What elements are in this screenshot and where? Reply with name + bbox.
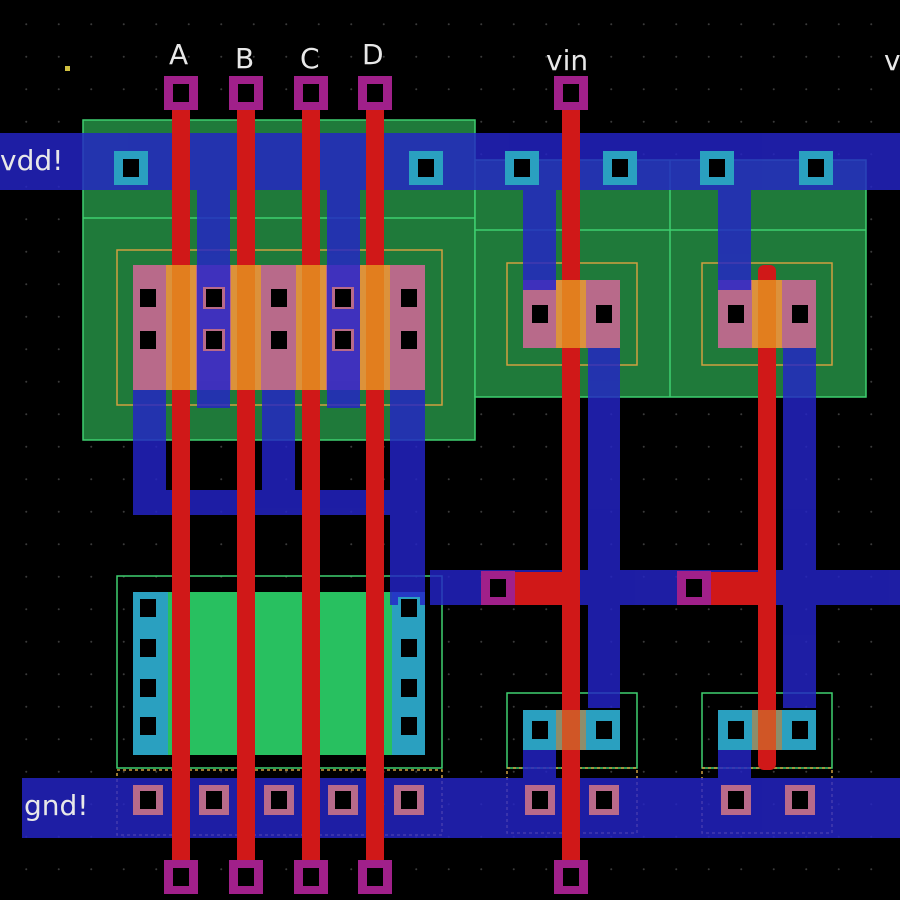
- poly-contact: [686, 579, 702, 597]
- pdiff-contact: [596, 305, 612, 323]
- pdiff-contact: [401, 331, 417, 349]
- gnd-contact: [206, 791, 222, 809]
- pdiff-contact: [401, 289, 417, 307]
- ndiff-contact: [792, 721, 808, 739]
- metal1-layer: [0, 133, 900, 838]
- poly-gate-vin[interactable]: [562, 92, 580, 877]
- pin-contact: [563, 868, 579, 886]
- gnd-contact: [792, 791, 808, 809]
- label-input-d: D: [362, 38, 384, 71]
- pin-contact: [367, 84, 383, 102]
- label-cut-off: v: [884, 44, 900, 77]
- pin-contact: [303, 84, 319, 102]
- vdd-contact: [418, 159, 434, 177]
- vdd-contact: [808, 159, 824, 177]
- pin-contact: [238, 868, 254, 886]
- gnd-contact: [271, 791, 287, 809]
- ndiff-contact: [401, 679, 417, 697]
- nmos-channels: [556, 710, 782, 750]
- pdiff-contact: [335, 289, 351, 307]
- pdiff-contact: [140, 289, 156, 307]
- label-vin: vin: [546, 44, 588, 77]
- gnd-contact: [335, 791, 351, 809]
- origin-marker: [65, 66, 70, 71]
- vdd-contact: [709, 159, 725, 177]
- poly-gate-d[interactable]: [366, 92, 384, 877]
- gnd-contact: [532, 791, 548, 809]
- ndiff-contact: [140, 639, 156, 657]
- pdiff-contact: [792, 305, 808, 323]
- transistor-channels: [166, 265, 782, 390]
- ndiff-contact: [532, 721, 548, 739]
- poly-gate-stage2[interactable]: [758, 265, 776, 770]
- poly-contact: [490, 579, 506, 597]
- ndiff-contact: [401, 599, 417, 617]
- poly-gate-c[interactable]: [302, 92, 320, 877]
- pin-contact: [173, 84, 189, 102]
- gnd-rail[interactable]: [22, 778, 900, 838]
- ndiff-contact: [401, 717, 417, 735]
- ndiff-contact: [140, 599, 156, 617]
- vdd-contact: [514, 159, 530, 177]
- pdiff-contact: [271, 331, 287, 349]
- vdd-rail[interactable]: [0, 133, 900, 190]
- pdiff-contact: [206, 331, 222, 349]
- gnd-contact: [401, 791, 417, 809]
- vdd-contact: [123, 159, 139, 177]
- ndiff-contact: [596, 721, 612, 739]
- pdiff-contact: [335, 331, 351, 349]
- ndiff-contact: [728, 721, 744, 739]
- pin-contact: [367, 868, 383, 886]
- pin-contact: [303, 868, 319, 886]
- pdiff-contact: [728, 305, 744, 323]
- label-input-c: C: [300, 42, 320, 75]
- pdiff-contact: [206, 289, 222, 307]
- gnd-contact: [140, 791, 156, 809]
- ndiff-contact: [140, 717, 156, 735]
- poly-gate-b[interactable]: [237, 92, 255, 877]
- label-gnd: gnd!: [24, 789, 89, 822]
- pdiff-contact: [140, 331, 156, 349]
- gnd-contact: [596, 791, 612, 809]
- gnd-contact: [728, 791, 744, 809]
- label-input-b: B: [235, 42, 254, 75]
- nmos-outline: [116, 575, 443, 769]
- ndiff-left: [168, 592, 392, 755]
- label-vdd: vdd!: [0, 144, 63, 177]
- pdiff-contact: [532, 305, 548, 323]
- poly-gate-a[interactable]: [172, 92, 190, 877]
- vdd-contact: [612, 159, 628, 177]
- ndiff-contact: [140, 679, 156, 697]
- pin-contact: [238, 84, 254, 102]
- pdiff-contact: [271, 289, 287, 307]
- pin-contact: [173, 868, 189, 886]
- ndiff-contact: [401, 639, 417, 657]
- label-input-a: A: [169, 38, 188, 71]
- contacts: [114, 76, 833, 894]
- pin-contact: [563, 84, 579, 102]
